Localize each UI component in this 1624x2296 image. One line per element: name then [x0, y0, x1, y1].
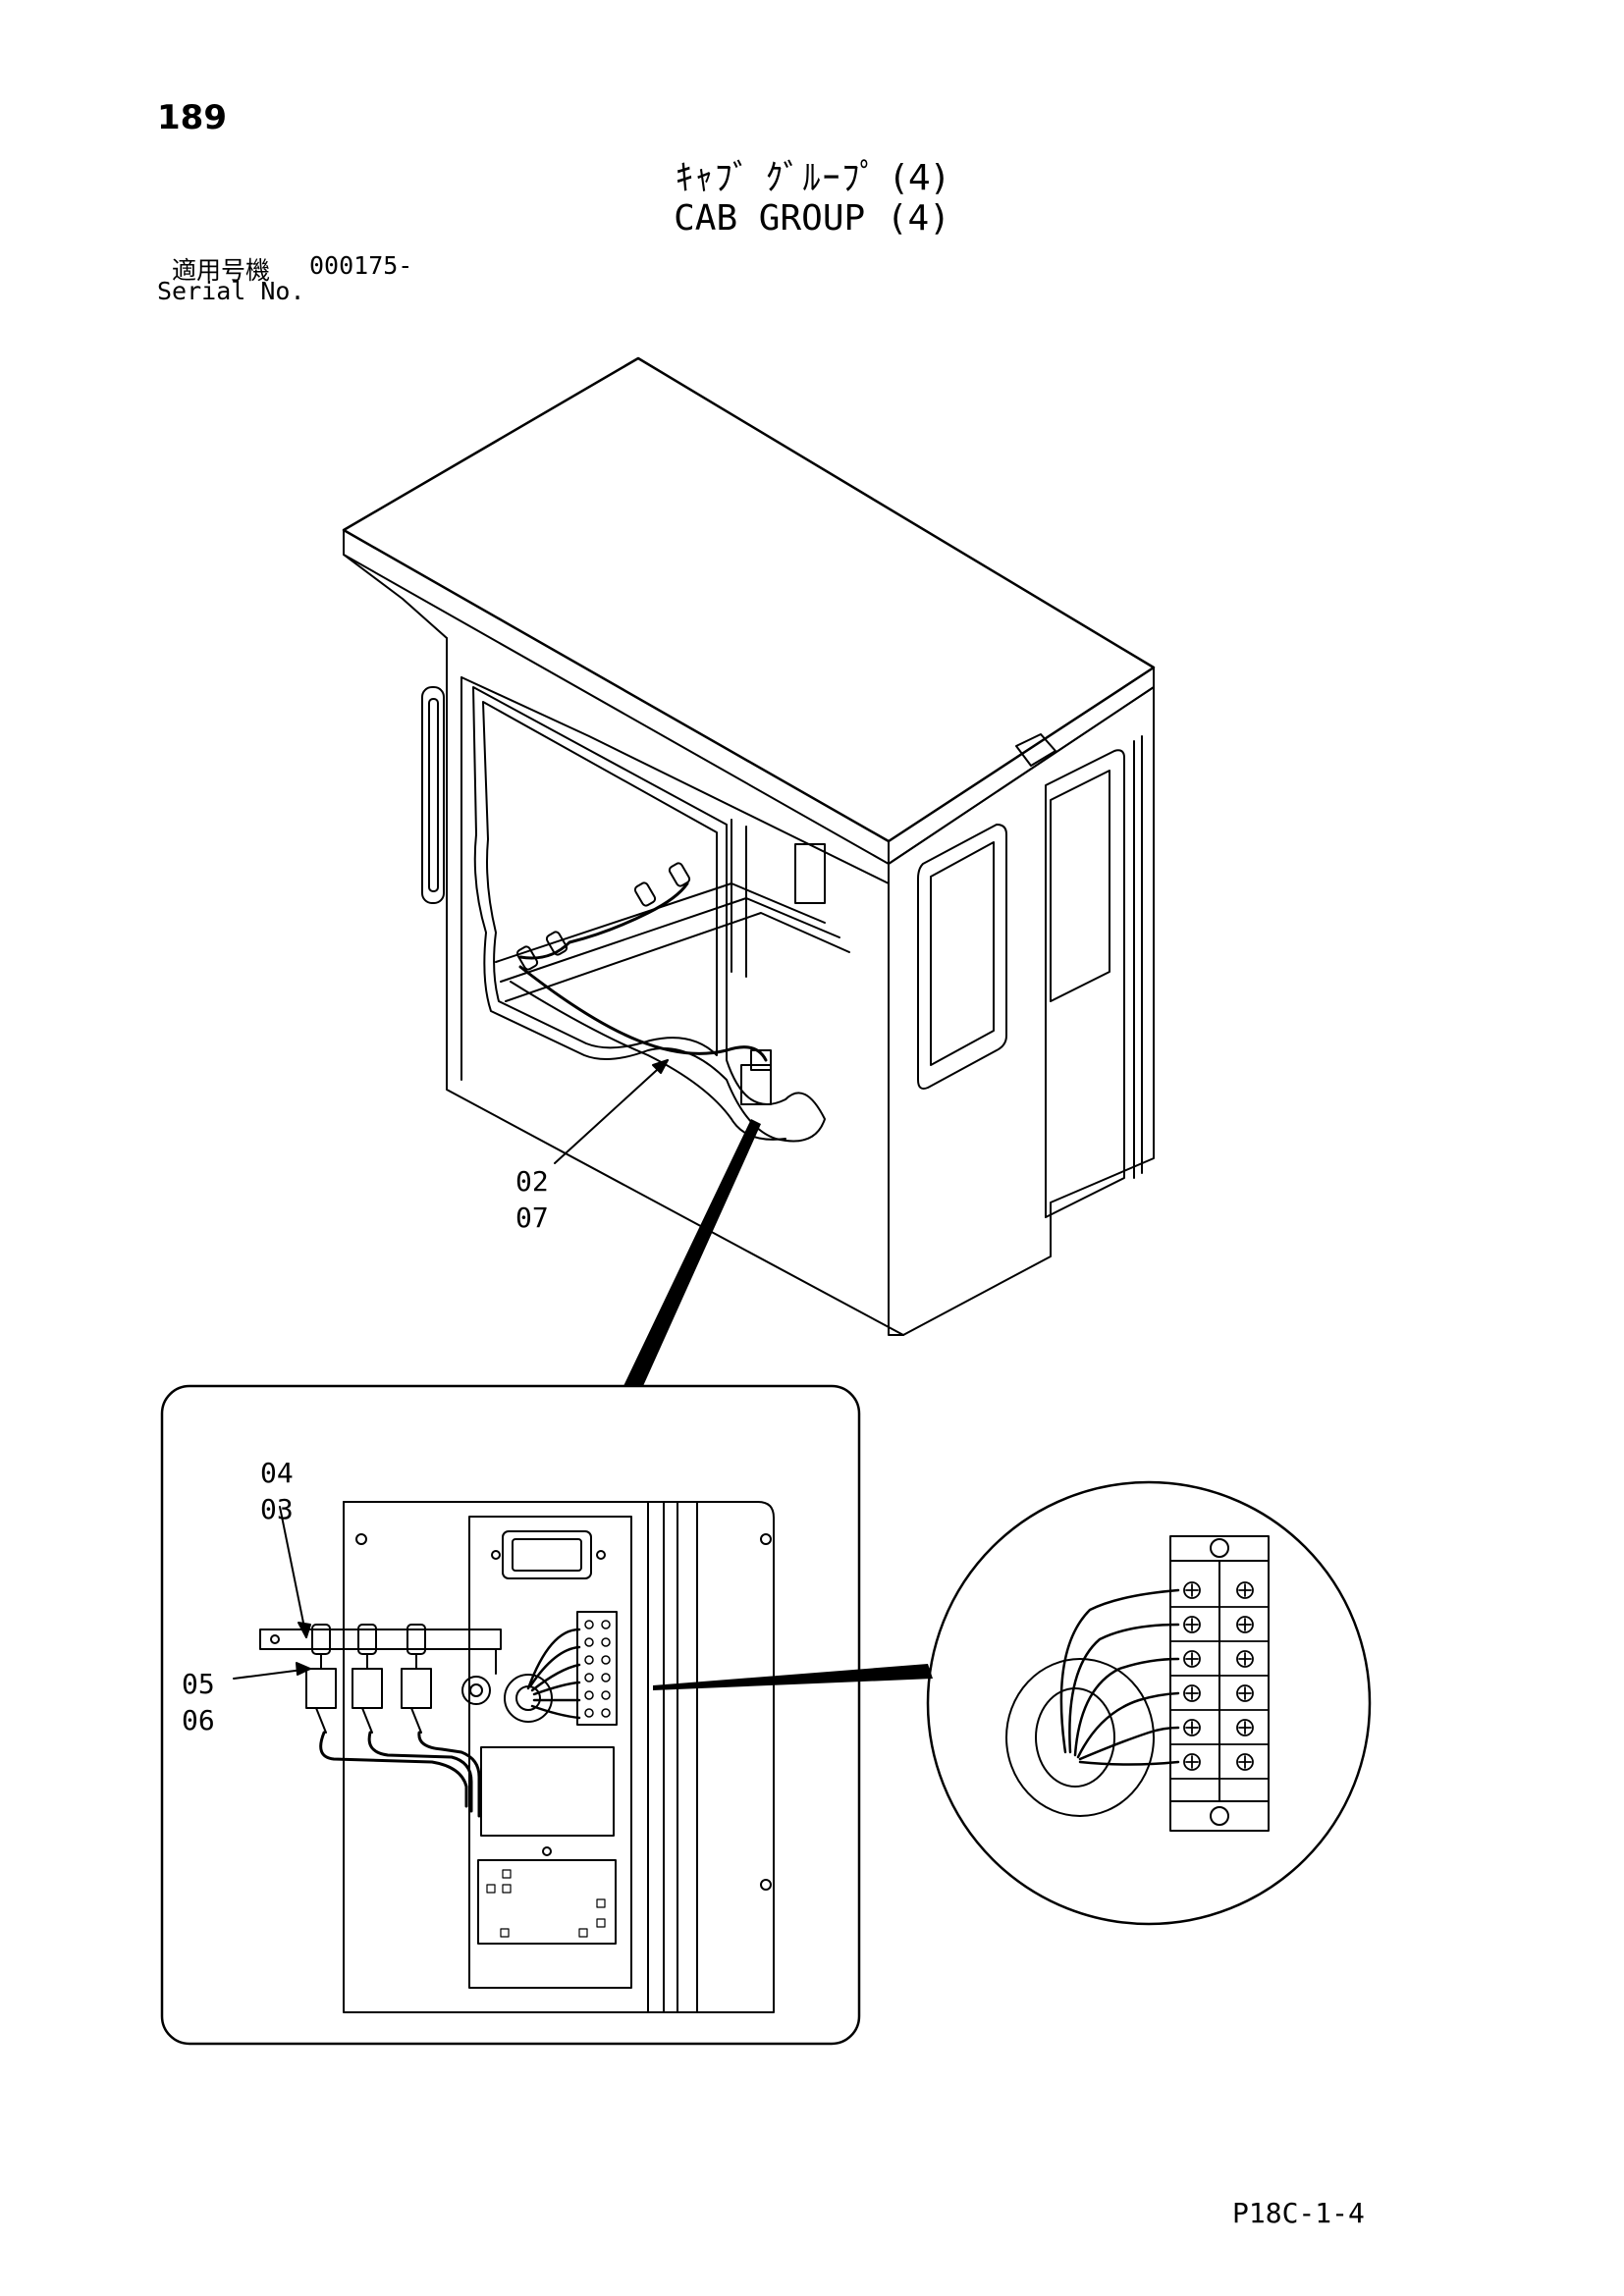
- front-window-frame: [472, 686, 826, 1143]
- terminal-screws: [1169, 1581, 1270, 1780]
- page-number: 189: [157, 98, 227, 137]
- serial-label: Serial No.: [157, 277, 305, 305]
- magnified-terminal-view: [926, 1480, 1372, 1926]
- mirror-bracket: [1015, 733, 1056, 767]
- leader-02-07: [554, 1059, 669, 1164]
- wire-harness: [518, 881, 768, 1062]
- callout-05: 05: [182, 1668, 215, 1700]
- cab-right-side: [888, 686, 1155, 1336]
- cab-left-face: [446, 637, 904, 1336]
- terminal-block: [1169, 1535, 1270, 1832]
- serial-number-value: 000175-: [309, 251, 413, 280]
- relay-box: [740, 1064, 772, 1105]
- bus-bar: [259, 1629, 502, 1650]
- callout-06: 06: [182, 1704, 215, 1736]
- page-title: CAB GROUP (4): [674, 198, 950, 239]
- side-window: [917, 824, 1007, 1090]
- callout-02: 02: [515, 1165, 549, 1198]
- callout-04: 04: [260, 1457, 294, 1489]
- cab-door: [1045, 749, 1125, 1218]
- serial-label-japanese: 適用号機: [172, 256, 271, 285]
- detail-box: [160, 1384, 861, 2046]
- zoom-pointer: [653, 1664, 933, 1690]
- fuse-holders: [305, 1624, 432, 1734]
- terminal-strip: [576, 1611, 618, 1726]
- drawing-code: P18C-1-4: [1232, 2197, 1365, 2229]
- grab-handle: [421, 686, 445, 904]
- callout-03: 03: [260, 1493, 294, 1525]
- page-title-japanese: ｷｬﾌﾞ ｸﾞﾙｰﾌﾟ (4): [676, 158, 948, 198]
- relay-panel: [468, 1516, 632, 1989]
- grommet: [504, 1674, 553, 1723]
- detail-pointer: [623, 1119, 761, 1386]
- callout-07: 07: [515, 1201, 549, 1234]
- leader-04-03: [279, 1506, 307, 1638]
- cab-drawing: [342, 356, 1156, 1336]
